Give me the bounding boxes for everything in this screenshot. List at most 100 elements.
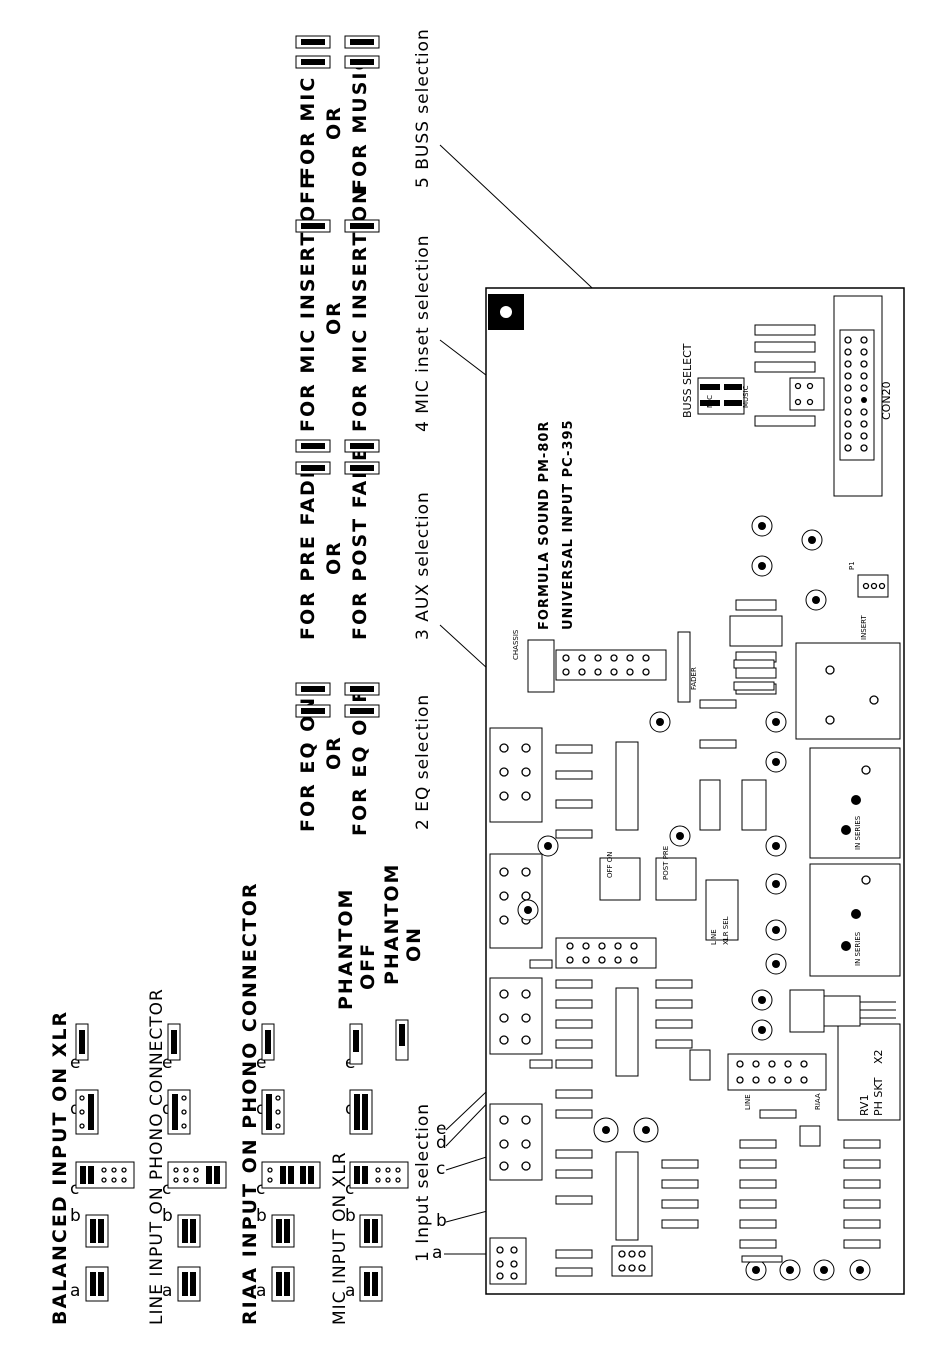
aux-selection-label: 3 AUX selection (413, 491, 433, 640)
phantom-off-value: OFF (357, 942, 379, 990)
in-series-label-1: IN SERIES (854, 815, 862, 850)
buss-options: FOR MIC OR FOR MUSIC (295, 35, 380, 192)
resistor-strips (555, 659, 881, 1277)
phantom-on-value: ON (403, 926, 425, 962)
jumper-a (271, 1266, 295, 1302)
ic-2 (615, 987, 639, 1077)
callout-b: b (436, 1211, 448, 1231)
insert-label: INSERT (860, 614, 868, 640)
p1-label: P1 (848, 561, 856, 570)
eq-selection-label: 2 EQ selection (413, 694, 433, 830)
con20-label: CON20 (880, 381, 893, 420)
mic-label: FOR MIC (297, 76, 319, 180)
jumper-a (177, 1266, 201, 1302)
xlr-sel-label: XLR SEL (722, 916, 730, 945)
callout-a: a (432, 1243, 443, 1263)
letter-a: a (256, 1281, 267, 1301)
label-balanced: BALANCED INPUT ON XLR (49, 1010, 71, 1325)
fader-label: FADER (690, 667, 698, 690)
jumper-a (85, 1266, 109, 1302)
letter-b: b (70, 1206, 82, 1226)
letter-c: c (256, 1179, 266, 1199)
resistor-block-top (754, 324, 825, 427)
jumper-b (359, 1214, 383, 1248)
buss-mic-label: MIC (706, 395, 714, 408)
phono-jacks: IN SERIES IN SERIES (795, 642, 901, 977)
phantom-on-label: PHANTOM (381, 863, 403, 985)
line-label: LINE (710, 929, 718, 945)
aux-options: FOR PRE FADE OR FOR POST FADE (295, 439, 380, 640)
riaa-label: RIAA (814, 1093, 822, 1110)
letter-d: d (162, 1099, 174, 1119)
letter-b: b (345, 1206, 357, 1226)
selection-labels: 1 Input selection 2 EQ selection 3 AUX s… (413, 28, 448, 1263)
eq-on-label: FOR EQ ON (297, 696, 319, 832)
fade-or-label: OR (323, 540, 345, 575)
letter-b: b (256, 1206, 268, 1226)
buss-selection-label: 5 BUSS selection (413, 28, 433, 188)
ic-1 (615, 741, 639, 831)
label-mic: MIC INPUT ON XLR (330, 1151, 350, 1325)
insert-on-label: FOR MIC INSERT ON (349, 186, 371, 432)
phono-jack-1 (795, 642, 901, 740)
jumper-b (85, 1214, 109, 1248)
xlr-jack-2 (809, 863, 901, 977)
jumper-d (261, 1089, 285, 1135)
letter-a: a (162, 1281, 173, 1301)
off-on-label: OFF ON (606, 851, 614, 878)
x2-label: X2 (872, 1049, 885, 1064)
board-jumpers: OFF ON POST PRE LINE XLR SEL LINE RIAA (599, 846, 827, 1277)
pot-p1: P1 INSERT (848, 561, 889, 640)
insert-options: FOR MIC INSERT OFF OR FOR MIC INSERT ON (295, 174, 380, 432)
jumper-b (177, 1214, 201, 1248)
letter-e: e (70, 1053, 81, 1073)
ribbon-connector: CON20 (833, 295, 893, 497)
callout-c: c (436, 1159, 446, 1179)
eq-off-label: FOR EQ OFF (349, 688, 371, 836)
rv1-label: RV1 (858, 1094, 871, 1116)
phono-socket-x2: PH SKT X2 RV1 (837, 1023, 901, 1121)
post-pre-label: POST PRE (662, 846, 670, 880)
board-title-part: UNIVERSAL INPUT PC-395 (561, 419, 576, 630)
buss-select-jumper (697, 377, 745, 415)
chassis-label: CHASSIS (512, 629, 520, 660)
mic-or-label: OR (323, 105, 345, 140)
input-connectors-left (489, 727, 543, 1285)
label-riaa: RIAA INPUT ON PHONO CONNECTOR (239, 881, 261, 1325)
small-components (529, 699, 821, 1263)
pre-fade-label: FOR PRE FADE (297, 463, 319, 640)
in-series-label-2: IN SERIES (854, 931, 862, 966)
letter-e: e (256, 1053, 267, 1073)
callout-d: d (436, 1133, 448, 1153)
insert-off-label: FOR MIC INSERT OFF (297, 174, 319, 432)
jumper-d (349, 1089, 373, 1135)
ic-3 (615, 1151, 639, 1241)
electrolytic-caps (517, 711, 871, 1281)
board-title-model: FORMULA SOUND PM-80R (537, 421, 552, 630)
letter-b: b (162, 1206, 174, 1226)
callout-e: e (436, 1119, 447, 1139)
regulator (789, 989, 896, 1033)
jumper-d (167, 1089, 191, 1135)
post-fade-label: FOR POST FADE (349, 446, 371, 640)
phantom-off-label: PHANTOM (335, 888, 357, 1010)
jumper-a (359, 1266, 383, 1302)
jumper-b (271, 1214, 295, 1248)
jumper-config-mic: MIC INPUT ON XLR a b c d e PHANTOM OFF P… (330, 863, 425, 1325)
chassis-header: CHASSIS FADER (512, 629, 698, 703)
letter-a: a (345, 1281, 356, 1301)
letter-e: e (162, 1053, 173, 1073)
input-selection-label: 1 Input selection (413, 1103, 433, 1262)
mic-insert-selection-label: 4 MIC inset selection (413, 235, 433, 432)
jumper-config-riaa: RIAA INPUT ON PHONO CONNECTOR a b c d e (239, 881, 321, 1325)
letter-a: a (70, 1281, 81, 1301)
jumper-config-line: LINE INPUT ON PHONO CONNECTOR a b c d e (147, 988, 227, 1325)
jumper-d (75, 1089, 99, 1135)
insert-or-label: OR (323, 300, 345, 335)
eq-or-label: OR (323, 735, 345, 770)
eq-options: FOR EQ ON OR FOR EQ OFF (295, 682, 380, 836)
letter-c: c (162, 1179, 172, 1199)
ic-chips (555, 741, 657, 1241)
ph-skt-label: PH SKT (872, 1077, 885, 1116)
